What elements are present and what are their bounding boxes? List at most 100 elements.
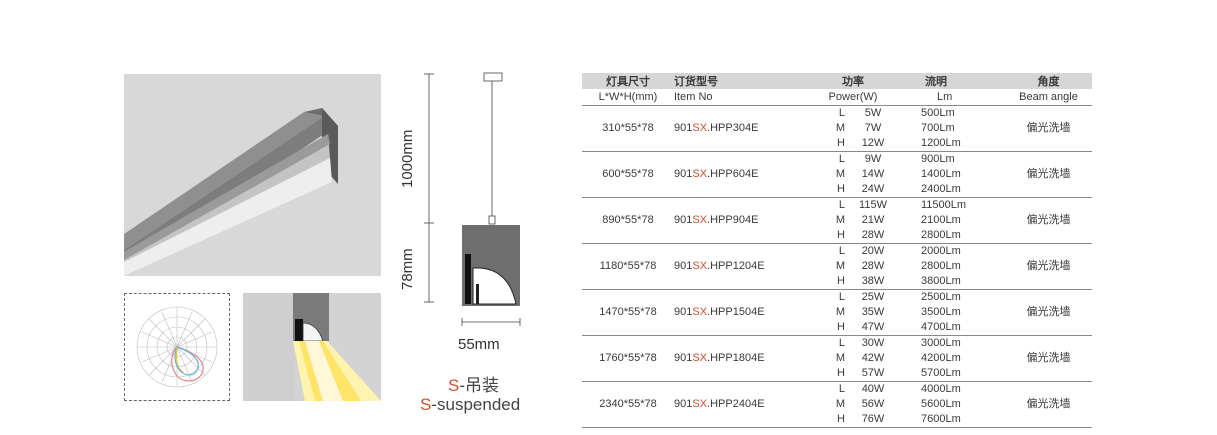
item-series-code: SX: [692, 398, 708, 410]
header-flux-en: Lm: [897, 89, 1005, 106]
item-series-code: SX: [692, 122, 708, 134]
level-cell: M: [835, 352, 845, 364]
header-angle-en: Beam angle: [1005, 89, 1092, 106]
power-cell: 20W: [861, 245, 885, 257]
power-cell: 76W: [849, 412, 897, 428]
item-no-cell: 901SX.HPP604E: [674, 151, 809, 198]
beam-angle-cell: 偏光洗墙: [1005, 335, 1092, 382]
level-cell: L: [838, 199, 845, 211]
item-series-code: SX: [692, 352, 708, 364]
item-no-cell: 901SX.HPP304E: [674, 105, 809, 152]
header-flux-cn: 流明: [897, 73, 1005, 89]
level-cell: H: [809, 274, 849, 290]
item-no-cell: 901SX.HPP2404E: [674, 381, 809, 428]
flux-cell: 500Lm: [921, 107, 955, 119]
flux-cell: 900Lm: [921, 153, 955, 165]
item-no-cell: 901SX.HPP1504E: [674, 289, 809, 336]
power-cell: 47W: [849, 320, 897, 336]
level-cell: H: [809, 412, 849, 428]
power-cell: 5W: [864, 107, 882, 119]
level-cell: M: [835, 398, 845, 410]
item-suffix: .HPP604E: [707, 168, 759, 180]
item-suffix: .HPP1204E: [707, 260, 765, 272]
beam-angle-cell: 偏光洗墙: [1005, 197, 1092, 244]
power-cell: 57W: [849, 366, 897, 382]
item-no-cell: 901SX.HPP1204E: [674, 243, 809, 290]
size-cell: 890*55*78: [582, 197, 674, 244]
header-angle-cn: 角度: [1005, 73, 1092, 89]
power-cell: 115W: [859, 199, 887, 211]
power-cell: 40W: [861, 383, 885, 395]
power-cell: 7W: [864, 122, 882, 134]
item-prefix: 901: [674, 306, 693, 318]
flux-cell: 2800Lm: [897, 228, 1005, 244]
level-cell: M: [835, 260, 845, 272]
table-row: M 42W 4200Lm: [582, 351, 1092, 366]
item-series-code: SX: [692, 260, 708, 272]
header-item-en: Item No: [674, 89, 809, 106]
header-power-en: Power(W): [809, 89, 897, 106]
size-cell: 1760*55*78: [582, 335, 674, 382]
header-size-en: L*W*H(mm): [582, 89, 674, 106]
flux-cell: 4200Lm: [921, 352, 961, 364]
beam-angle-cell: 偏光洗墙: [1005, 105, 1092, 152]
level-cell: L: [838, 107, 845, 119]
dim-width-label: 55mm: [458, 336, 500, 353]
flux-cell: 3500Lm: [921, 306, 961, 318]
power-cell: 24W: [849, 182, 897, 198]
wall-wash-image: [243, 293, 381, 401]
level-cell: M: [835, 168, 845, 180]
power-cell: 28W: [849, 228, 897, 244]
power-cell: 9W: [864, 153, 882, 165]
flux-cell: 3800Lm: [897, 274, 1005, 290]
beam-angle-cell: 偏光洗墙: [1005, 289, 1092, 336]
header-item-cn: 订货型号: [674, 73, 809, 89]
product-photo: [124, 74, 381, 276]
beam-angle-cell: 偏光洗墙: [1005, 381, 1092, 428]
technical-drawing: [400, 70, 550, 360]
spec-table: 灯具尺寸 订货型号 功率 流明 角度 L*W*H(mm) Item No Pow…: [582, 73, 1092, 428]
beam-angle-cell: 偏光洗墙: [1005, 151, 1092, 198]
flux-cell: 2800Lm: [921, 260, 961, 272]
size-cell: 1180*55*78: [582, 243, 674, 290]
size-cell: 2340*55*78: [582, 381, 674, 428]
item-no-cell: 901SX.HPP904E: [674, 197, 809, 244]
item-suffix: .HPP304E: [707, 122, 759, 134]
header-row-en: L*W*H(mm) Item No Power(W) Lm Beam angle: [582, 89, 1092, 106]
header-row-cn: 灯具尺寸 订货型号 功率 流明 角度: [582, 73, 1092, 89]
power-cell: 14W: [861, 168, 885, 180]
item-prefix: 901: [674, 398, 693, 410]
level-cell: L: [838, 383, 845, 395]
header-power-cn: 功率: [809, 73, 897, 89]
flux-cell: 2100Lm: [921, 214, 961, 226]
item-prefix: 901: [674, 214, 693, 226]
flux-cell: 7600Lm: [897, 412, 1005, 428]
flux-cell: 700Lm: [921, 122, 955, 134]
item-series-code: SX: [692, 168, 708, 180]
item-suffix: .HPP904E: [707, 214, 759, 226]
polar-distribution-diagram: [124, 293, 230, 401]
size-cell: 1470*55*78: [582, 289, 674, 336]
power-cell: 42W: [861, 352, 885, 364]
level-cell: L: [838, 153, 845, 165]
beam-angle-cell: 偏光洗墙: [1005, 243, 1092, 290]
power-cell: 35W: [861, 306, 885, 318]
level-cell: M: [835, 306, 845, 318]
flux-cell: 3000Lm: [921, 337, 961, 349]
level-cell: L: [838, 291, 845, 303]
level-cell: M: [835, 214, 845, 226]
mount-label-cn: S-吊装: [448, 376, 500, 395]
level-cell: L: [838, 245, 845, 257]
power-cell: 56W: [861, 398, 885, 410]
